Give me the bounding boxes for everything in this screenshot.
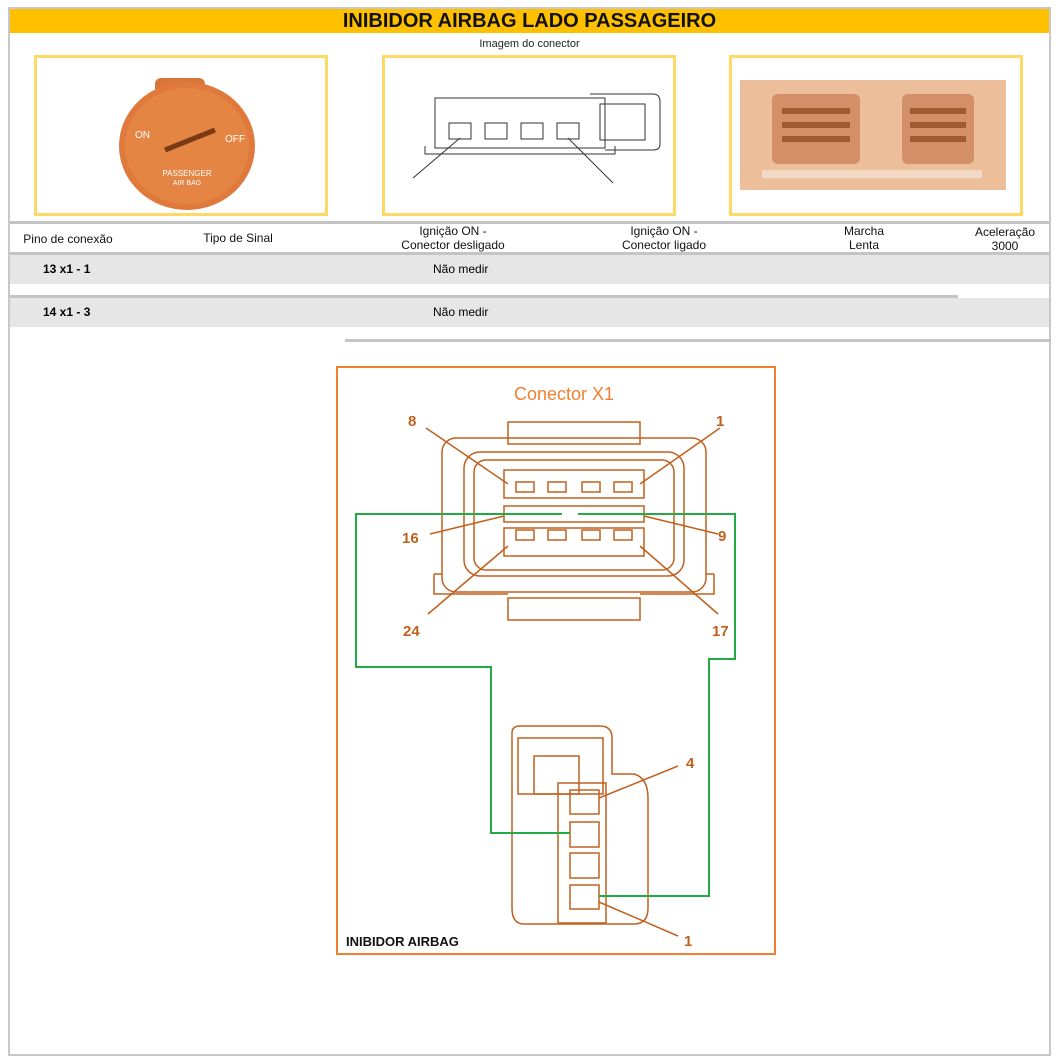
pin-label-24: 24 xyxy=(403,623,420,640)
airbag-switch-photo: ON OFF PASSENGER AIR BAG xyxy=(34,55,328,216)
inibidor-pin-label-4: 4 xyxy=(686,755,695,772)
ecu-connector-photo xyxy=(729,55,1023,216)
page-frame xyxy=(8,7,1051,1056)
on-label: ON xyxy=(135,130,150,141)
header-signal-type: Tipo de Sinal xyxy=(203,231,273,245)
table-row: 13 x1 - 1 Não medir xyxy=(10,255,1049,284)
airbag-label: AIR BAG xyxy=(173,180,201,187)
pin-label-9: 9 xyxy=(718,528,726,545)
header-ign-on-disconnected: Ignição ON -Conector desligado xyxy=(401,224,505,252)
value-cell: Não medir xyxy=(433,305,489,319)
green-wire xyxy=(355,513,736,897)
pin-label-17: 17 xyxy=(712,623,729,640)
off-label: OFF xyxy=(225,134,245,145)
inibidor-airbag-label: INIBIDOR AIRBAG xyxy=(346,934,459,949)
header-pin: Pino de conexão xyxy=(23,232,113,246)
pin-label-1: 1 xyxy=(716,413,724,430)
x1-connector xyxy=(425,421,721,621)
pin-cell: 14 x1 - 3 xyxy=(43,305,91,319)
page-title: INIBIDOR AIRBAG LADO PASSAGEIRO xyxy=(10,9,1049,33)
pin-label-8: 8 xyxy=(408,413,416,430)
image-caption: Imagem do conector xyxy=(479,38,580,50)
pin-cell: 13 x1 - 1 xyxy=(43,262,91,276)
wiring-diagram: Conector X1 8 1 16 9 24 17 xyxy=(336,366,776,955)
pin-label-16: 16 xyxy=(402,530,419,547)
table-row: 14 x1 - 3 Não medir xyxy=(10,298,1049,327)
inibidor-pin-label-1: 1 xyxy=(684,933,692,950)
connector-drawing-image xyxy=(382,55,676,216)
passenger-label: PASSENGER xyxy=(162,169,211,178)
header-ign-on-connected: Ignição ON -Conector ligado xyxy=(621,224,707,252)
inibidor-connector xyxy=(511,725,679,937)
value-cell: Não medir xyxy=(433,262,489,276)
diagram-title: Conector X1 xyxy=(514,384,614,404)
